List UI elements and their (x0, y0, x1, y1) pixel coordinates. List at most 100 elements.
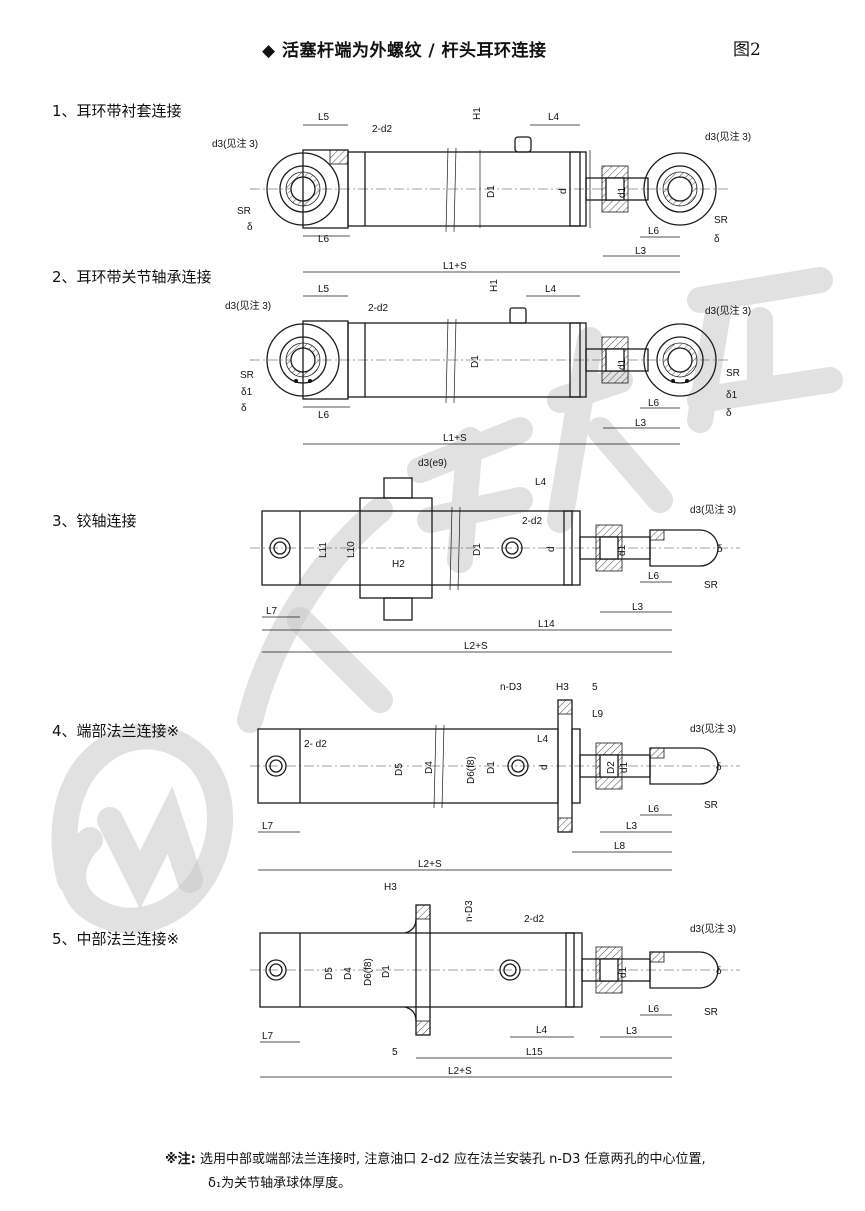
dim-label: D2 (606, 761, 617, 774)
dim-label: L7 (262, 1031, 274, 1042)
dim-label: L2+S (464, 641, 488, 652)
dim-label: D1 (470, 355, 481, 368)
dim-label: 2-d2 (524, 914, 544, 925)
dim-label: L5 (318, 284, 330, 295)
dim-label: L6 (318, 234, 330, 245)
dim-label: d3(见注 3) (705, 304, 751, 317)
page-title: ◆ 活塞杆端为外螺纹 / 杆头耳环连接 (262, 41, 547, 61)
dim-label: SR (237, 206, 251, 217)
drawing-section-2 (250, 295, 730, 445)
dim-label: 2-d2 (372, 124, 392, 135)
dim-label: L9 (592, 709, 604, 720)
dim-label: L4 (535, 477, 547, 488)
dim-label: L4 (545, 284, 557, 295)
dim-label: D4 (343, 967, 354, 980)
dim-label: d1 (617, 544, 628, 556)
dim-label: d3(见注 3) (690, 722, 736, 735)
dim-label: D1 (486, 761, 497, 774)
dim-label: n-D3 (500, 682, 522, 693)
dim-label: 2-d2 (522, 516, 542, 527)
dim-label: H3 (556, 682, 569, 693)
dim-label: 5 (592, 682, 598, 693)
dim-label: δ (726, 408, 732, 419)
dim-label: SR (704, 1007, 718, 1018)
dim-label: H1 (489, 279, 500, 292)
section-4-labels: n-D3 H3 5 L9 L4 d3(见注 3) 2- d2 D5 D4 D6(… (262, 682, 736, 870)
section-label-4: 4、端部法兰连接※ (52, 722, 180, 740)
section-1-labels: L5 2-d2 H1 L4 d3(见注 3) d3(见注 3) D1 d d1 … (212, 107, 751, 272)
dim-label: d1 (617, 358, 628, 370)
dim-label: L2+S (418, 859, 442, 870)
footnote-prefix: ※注: (165, 1152, 196, 1167)
drawing-section-3 (250, 477, 740, 653)
dim-label: 5 (392, 1047, 398, 1058)
dim-label: D6(f8) (466, 756, 477, 784)
dim-label: δ (241, 403, 247, 414)
dim-label: d3(见注 3) (690, 503, 736, 516)
drawing-section-1 (250, 124, 730, 273)
section-3-labels: d3(e9) L4 d3(见注 3) 2-d2 L11 L10 H2 D1 d … (266, 458, 736, 652)
dim-label: d3(见注 3) (212, 137, 258, 150)
dim-label: L5 (318, 112, 330, 123)
dim-label: D1 (486, 185, 497, 198)
dim-label: L8 (614, 841, 626, 852)
dim-label: D6(f8) (363, 958, 374, 986)
drawing-section-5 (250, 904, 740, 1078)
dim-label: SR (704, 580, 718, 591)
drawing-section-4 (250, 699, 740, 871)
dim-label: L3 (626, 1026, 638, 1037)
dim-label: L6 (648, 804, 660, 815)
dim-label: d3(e9) (418, 458, 447, 469)
dim-label: L7 (266, 606, 278, 617)
dim-label: L3 (635, 246, 647, 257)
section-label-3: 3、铰轴连接 (52, 512, 137, 530)
figure-label: 图2 (733, 40, 761, 60)
dim-label: H1 (472, 107, 483, 120)
footnote-line-2: δ₁为关节轴承球体厚度。 (208, 1176, 352, 1191)
dim-label: D4 (424, 761, 435, 774)
dim-label: L6 (648, 398, 660, 409)
dim-label: δ1 (241, 387, 253, 398)
dim-label: 2- d2 (304, 739, 327, 750)
dim-label: L14 (538, 619, 555, 630)
dim-label: d3(见注 3) (225, 299, 271, 312)
section-5-labels: H3 n-D3 2-d2 d3(见注 3) D5 D4 D6(f8) D1 d1… (262, 882, 736, 1077)
dim-label: L15 (526, 1047, 543, 1058)
dim-label: L3 (632, 602, 644, 613)
dim-label: L6 (318, 410, 330, 421)
dim-label: D1 (472, 543, 483, 556)
dim-label: 2-d2 (368, 303, 388, 314)
dim-label: D5 (394, 763, 405, 776)
dim-label: d (558, 188, 569, 194)
dim-label: δ (717, 544, 723, 555)
watermark-logo (51, 267, 843, 934)
dim-label: n-D3 (464, 900, 475, 922)
section-label-5: 5、中部法兰连接※ (52, 930, 180, 948)
dim-label: δ (716, 762, 722, 773)
footnote-text: 选用中部或端部法兰连接时, 注意油口 2-d2 应在法兰安装孔 n-D3 任意两… (199, 1152, 706, 1167)
dim-label: L4 (536, 1025, 548, 1036)
dim-label: L6 (648, 1004, 660, 1015)
dim-label: d1 (619, 761, 630, 773)
section-2-labels: L5 2-d2 H1 L4 d3(见注 3) d3(见注 3) D1 d1 SR… (225, 279, 751, 444)
section-label-1: 1、耳环带衬套连接 (52, 102, 182, 120)
dim-label: d (539, 764, 550, 770)
dim-label: L1+S (443, 433, 467, 444)
dim-label: δ1 (726, 390, 738, 401)
dim-label: H3 (384, 882, 397, 893)
dim-label: L10 (346, 541, 357, 558)
dim-label: SR (704, 800, 718, 811)
dim-label: δ (716, 966, 722, 977)
footnote-line-1: ※注: 选用中部或端部法兰连接时, 注意油口 2-d2 应在法兰安装孔 n-D3… (165, 1148, 706, 1167)
dim-label: L3 (626, 821, 638, 832)
dim-label: L1+S (443, 261, 467, 272)
dim-label: δ (247, 222, 253, 233)
dim-label: L6 (648, 571, 660, 582)
dim-label: d3(见注 3) (705, 130, 751, 143)
dim-label: L2+S (448, 1066, 472, 1077)
dim-label: d (546, 546, 557, 552)
dim-label: H2 (392, 559, 405, 570)
dim-label: L3 (635, 418, 647, 429)
dim-label: SR (714, 215, 728, 226)
